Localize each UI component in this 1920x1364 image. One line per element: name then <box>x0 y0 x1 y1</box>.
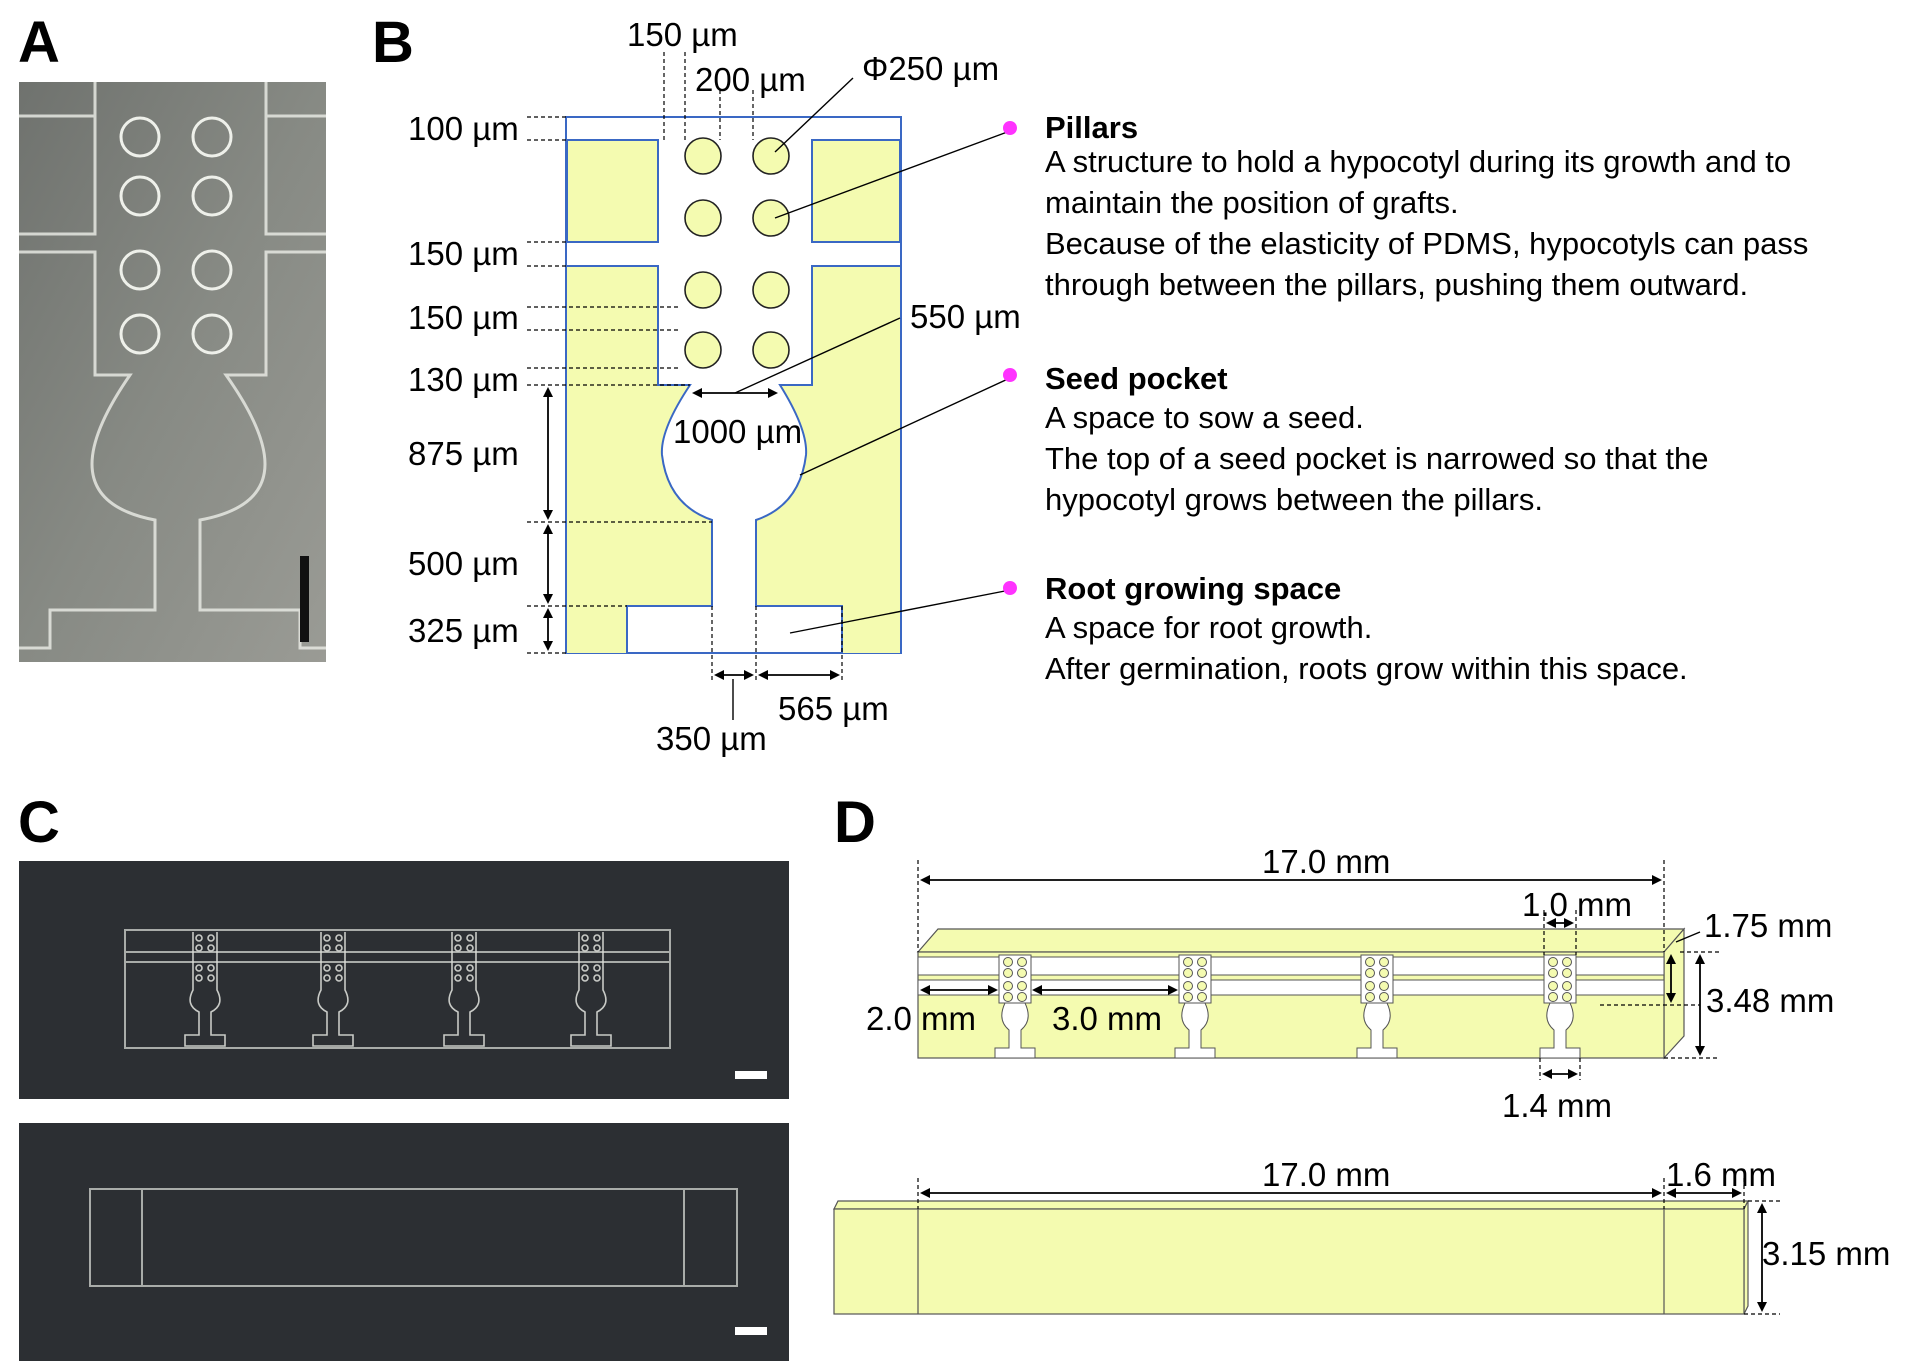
dim-550: 550 µm <box>910 298 1021 335</box>
annotation-line: hypocotyl grows between the pillars. <box>1045 482 1543 517</box>
panel-letter-a: A <box>18 10 60 75</box>
dim-325: 325 µm <box>408 612 519 649</box>
annotation-title: Pillars <box>1045 110 1138 145</box>
pillar-circles-photo <box>119 116 233 355</box>
annotation-line: After germination, roots grow within thi… <box>1045 651 1688 686</box>
pillars <box>684 137 790 369</box>
panel-d-bottom-chip: 17.0 mm 1.6 mm 3.15 mm <box>833 1156 1890 1315</box>
annotation-line: maintain the position of grafts. <box>1045 185 1459 220</box>
annotation-title: Root growing space <box>1045 571 1341 606</box>
dim-100: 100 µm <box>408 110 519 147</box>
dim-150b: 150 µm <box>408 299 519 336</box>
d-gap-a: 2.0 mm <box>866 1000 976 1037</box>
annotation-root-space: Root growing space A space for root grow… <box>1045 571 1688 686</box>
photo-chip-top <box>19 861 789 1099</box>
annotation-pillars: Pillars A structure to hold a hypocotyl … <box>1045 110 1808 302</box>
bullet-seed-pocket <box>1003 368 1017 382</box>
d-end-width: 1.6 mm <box>1666 1156 1776 1193</box>
chip-chambers <box>184 932 612 1047</box>
d-top-length: 17.0 mm <box>1262 843 1390 880</box>
d-bottom-width: 1.4 mm <box>1502 1087 1612 1124</box>
dim-130: 130 µm <box>408 361 519 398</box>
dim-500: 500 µm <box>408 545 519 582</box>
d-total-height: 3.48 mm <box>1706 982 1834 1019</box>
panel-letter-c: C <box>18 790 60 855</box>
d-top-height: 1.75 mm <box>1704 907 1832 944</box>
panel-letter-d: D <box>834 790 876 855</box>
scale-bar <box>300 556 309 642</box>
d-bottom-length: 17.0 mm <box>1262 1156 1390 1193</box>
panel-d-top-chip: 17.0 mm 1.0 mm 1.75 mm 3.48 mm 2.0 mm 3.… <box>866 843 1834 1124</box>
d-bottom-height: 3.15 mm <box>1762 1235 1890 1272</box>
annotation-seed-pocket: Seed pocket A space to sow a seed. The t… <box>1045 361 1708 517</box>
bullet-pillars <box>1003 121 1017 135</box>
dim-565: 565 µm <box>778 690 889 727</box>
annotation-line: Because of the elasticity of PDMS, hypoc… <box>1045 226 1808 261</box>
annotation-line: A space to sow a seed. <box>1045 400 1364 435</box>
panel-b-schematic: 150 µm 200 µm Φ250 µm 100 µm 150 µm 150 … <box>408 16 1808 757</box>
dim-350: 350 µm <box>656 720 767 757</box>
scale-bar <box>735 1071 767 1079</box>
dim-200: 200 µm <box>695 61 806 98</box>
annotation-line: A structure to hold a hypocotyl during i… <box>1045 144 1791 179</box>
annotation-line: The top of a seed pocket is narrowed so … <box>1045 441 1708 476</box>
scale-bar <box>735 1327 767 1335</box>
d-gap-b: 3.0 mm <box>1052 1000 1162 1037</box>
photo-chip-bottom <box>19 1123 789 1361</box>
panel-a-photo <box>19 82 326 662</box>
annotation-title: Seed pocket <box>1045 361 1228 396</box>
annotation-line: A space for root growth. <box>1045 610 1372 645</box>
dim-1000: 1000 µm <box>673 413 802 450</box>
dim-150a: 150 µm <box>408 235 519 272</box>
panel-c-photos <box>19 861 789 1361</box>
chip-chambers <box>994 954 1581 1059</box>
annotation-line: through between the pillars, pushing the… <box>1045 267 1748 302</box>
dim-150-top: 150 µm <box>627 16 738 53</box>
dim-phi250: Φ250 µm <box>862 50 999 87</box>
panel-letter-b: B <box>372 10 414 75</box>
bullet-root-space <box>1003 581 1017 595</box>
d-pillar-width: 1.0 mm <box>1522 886 1632 923</box>
dim-875: 875 µm <box>408 435 519 472</box>
